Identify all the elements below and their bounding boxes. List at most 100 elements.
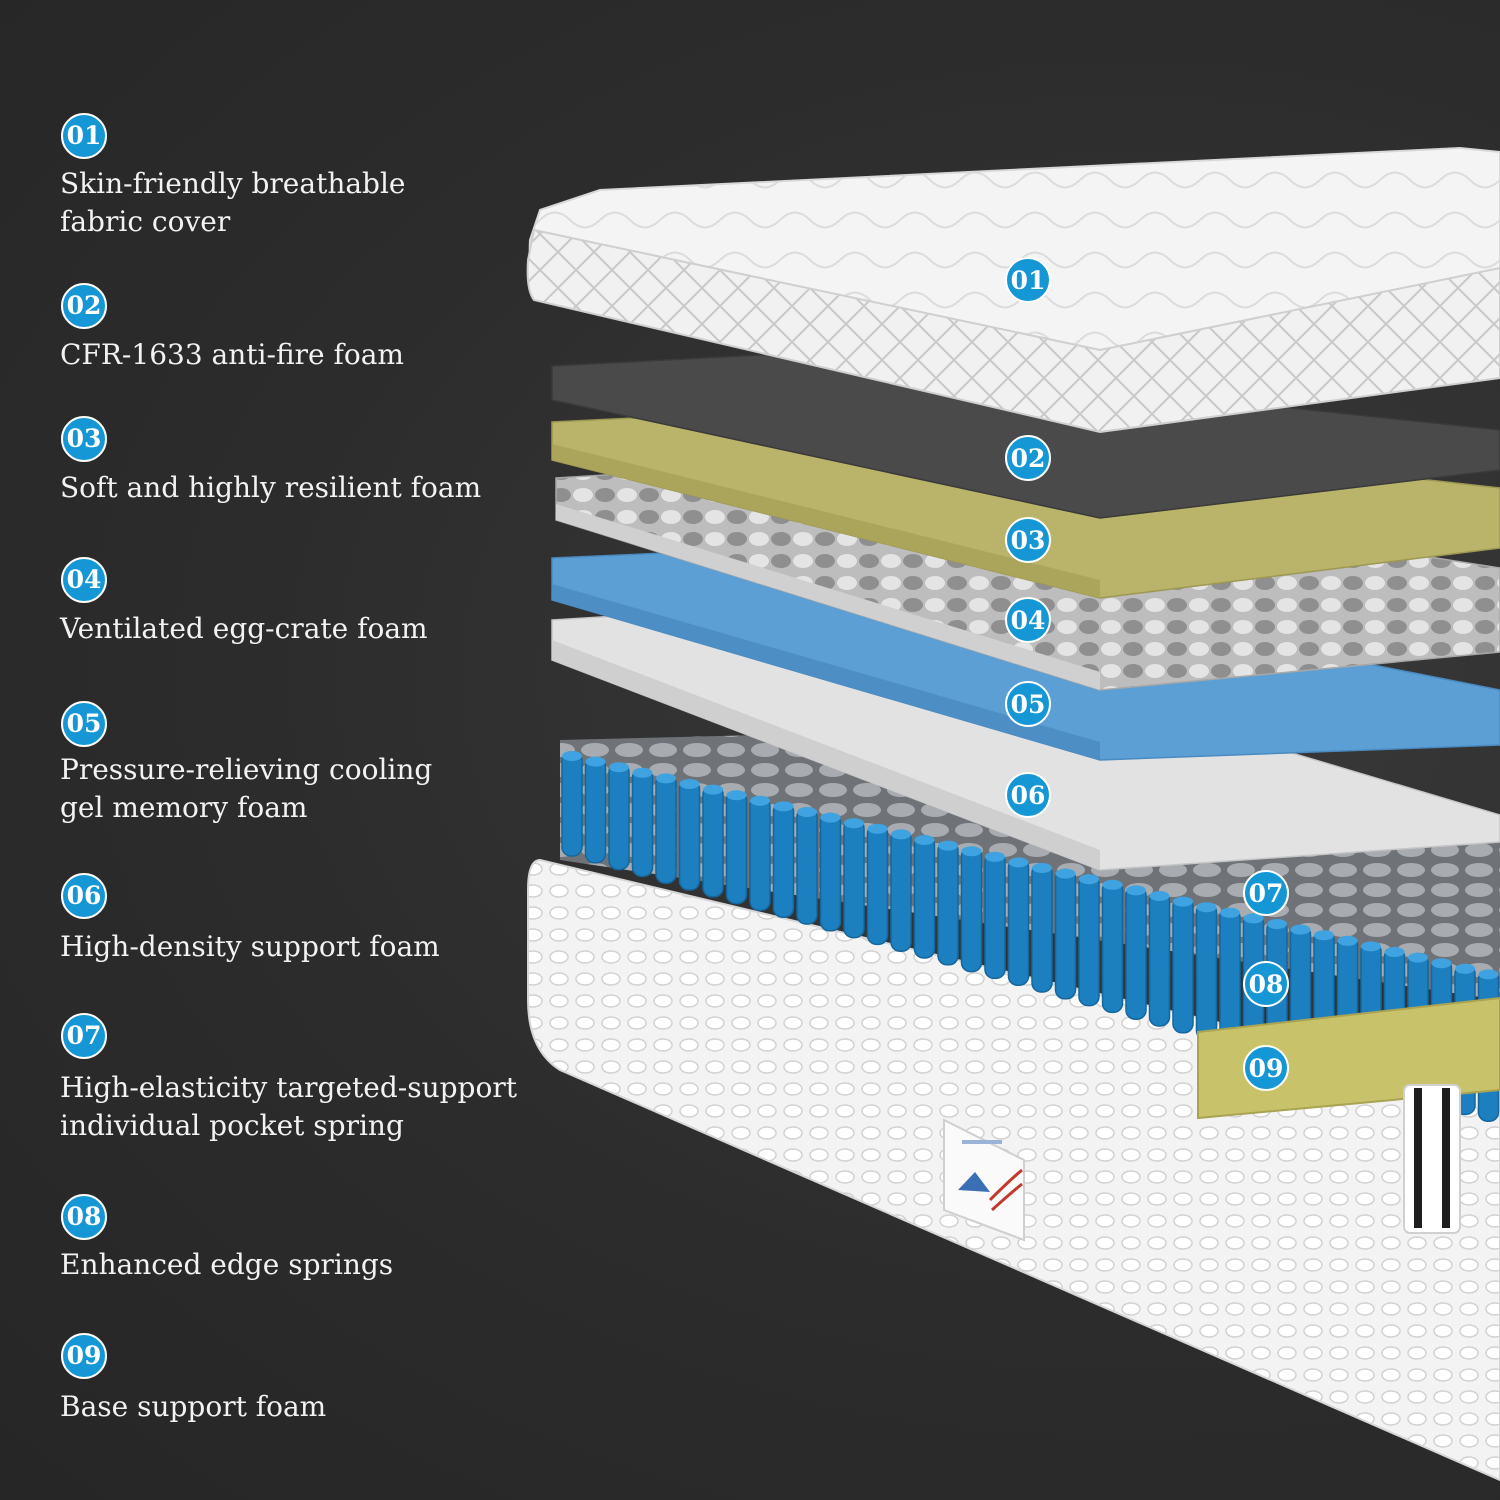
pocket-spring-cap <box>632 767 653 778</box>
pocket-spring <box>772 801 795 918</box>
legend-item-03: Soft and highly resilient foam <box>60 469 530 507</box>
pocket-spring-cap <box>1408 952 1428 963</box>
pocket-spring <box>796 807 818 925</box>
diagram-tag-03-text: 03 <box>1011 526 1046 555</box>
pocket-spring-cap <box>679 779 700 789</box>
legend-badge-06: 06 <box>61 873 107 919</box>
pocket-spring-cap <box>1055 868 1076 879</box>
pocket-spring-cap <box>703 784 723 795</box>
pocket-spring <box>984 852 1006 980</box>
pocket-spring <box>843 818 865 939</box>
pocket-spring-cap <box>1478 969 1499 980</box>
legend-badge-07: 07 <box>61 1013 107 1059</box>
pocket-spring <box>1172 896 1194 1034</box>
legend-text-07-line1: High-elasticity targeted-support <box>60 1071 517 1104</box>
pocket-spring-cap <box>914 835 935 845</box>
pocket-spring-cap <box>609 762 629 773</box>
pocket-spring-cap <box>1149 891 1170 901</box>
legend-badge-03: 03 <box>61 416 107 462</box>
pocket-spring <box>1219 908 1241 1048</box>
pocket-spring <box>1101 880 1124 1014</box>
legend-item-04: Ventilated egg-crate foam <box>60 610 530 648</box>
handle-strap <box>1403 1084 1461 1234</box>
diagram-tag-01: 01 <box>1005 257 1051 303</box>
pocket-spring <box>584 756 607 864</box>
legend-item-09: Base support foam <box>60 1388 530 1426</box>
pocket-spring-cap <box>1455 963 1475 974</box>
pocket-spring <box>702 784 724 898</box>
diagram-tag-08-text: 08 <box>1249 970 1284 999</box>
diagram-tag-06-text: 06 <box>1011 781 1046 810</box>
pocket-spring <box>1054 868 1077 1000</box>
legend-item-05: Pressure-relieving cooling gel memory fo… <box>60 751 530 827</box>
pocket-spring-cap <box>773 801 794 812</box>
pocket-spring <box>913 835 936 959</box>
pocket-spring-cap <box>797 807 817 817</box>
diagram-tag-03: 03 <box>1005 517 1051 563</box>
diagram-tag-09-text: 09 <box>1249 1054 1284 1083</box>
pocket-spring-cap <box>585 756 606 767</box>
pocket-spring <box>1007 857 1030 986</box>
pocket-spring-cap <box>1079 874 1099 885</box>
pocket-spring <box>631 768 654 878</box>
pocket-spring-cap <box>1361 941 1381 952</box>
pocket-spring-cap <box>1220 907 1240 918</box>
diagram-tag-04-text: 04 <box>1011 606 1046 635</box>
pocket-spring <box>1195 902 1218 1041</box>
diagram-tag-07: 07 <box>1243 870 1289 916</box>
pocket-spring <box>725 790 748 905</box>
pocket-spring <box>1078 874 1100 1007</box>
pocket-spring <box>749 796 771 912</box>
legend-item-07: High-elasticity targeted-support individ… <box>60 1069 530 1145</box>
pocket-spring-cap <box>1008 857 1029 868</box>
pocket-spring-cap <box>961 846 982 857</box>
pocket-spring-cap <box>1173 896 1193 907</box>
pocket-spring-cap <box>562 751 582 761</box>
legend-text-03: Soft and highly resilient foam <box>60 471 482 504</box>
diagram-tag-02-text: 02 <box>1011 444 1046 473</box>
pocket-spring-cap <box>1267 919 1287 929</box>
legend-badge-02: 02 <box>61 283 107 329</box>
legend-text-01-line2: fabric cover <box>60 205 231 238</box>
pocket-spring-cap <box>750 795 770 806</box>
pocket-spring <box>561 751 583 857</box>
pocket-spring-cap <box>1126 885 1146 896</box>
legend-item-06: High-density support foam <box>60 928 530 966</box>
pocket-spring <box>1031 863 1053 993</box>
pocket-spring <box>866 824 889 946</box>
pocket-spring-cap <box>1290 924 1311 935</box>
diagram-tag-05-text: 05 <box>1011 690 1046 719</box>
legend-item-08: Enhanced edge springs <box>60 1246 530 1284</box>
pocket-spring <box>960 846 983 973</box>
pocket-spring-cap <box>726 790 747 801</box>
diagram-tag-07-text: 07 <box>1249 879 1284 908</box>
legend-item-02: CFR-1633 anti-fire foam <box>60 336 530 374</box>
legend-badge-04: 04 <box>61 557 107 603</box>
legend-badge-08: 08 <box>61 1194 107 1240</box>
legend-text-06: High-density support foam <box>60 930 440 963</box>
diagram-tag-02: 02 <box>1005 435 1051 481</box>
legend-text-01-line1: Skin-friendly breathable <box>60 167 406 200</box>
legend-text-09: Base support foam <box>60 1390 327 1423</box>
pocket-spring <box>819 812 842 932</box>
layer-legend: 01 Skin-friendly breathable fabric cover… <box>0 0 540 1500</box>
pocket-spring-cap <box>891 829 911 840</box>
pocket-spring-cap <box>1102 879 1123 890</box>
diagram-tag-09: 09 <box>1243 1045 1289 1091</box>
diagram-tag-05: 05 <box>1005 681 1051 727</box>
pocket-spring <box>678 779 701 891</box>
legend-badge-05: 05 <box>61 701 107 747</box>
pocket-spring <box>1125 885 1147 1020</box>
diagram-tag-06: 06 <box>1005 772 1051 818</box>
pocket-spring-cap <box>1243 913 1264 924</box>
pocket-spring-cap <box>1032 863 1052 873</box>
legend-text-05-line1: Pressure-relieving cooling <box>60 753 433 786</box>
pocket-spring-cap <box>938 840 958 851</box>
legend-badge-09: 09 <box>61 1333 107 1379</box>
pocket-spring-cap <box>867 823 888 834</box>
pocket-spring <box>655 773 677 884</box>
diagram-tags: 01 02 03 04 05 06 <box>1005 257 1289 1091</box>
pocket-spring-cap <box>1337 935 1358 946</box>
